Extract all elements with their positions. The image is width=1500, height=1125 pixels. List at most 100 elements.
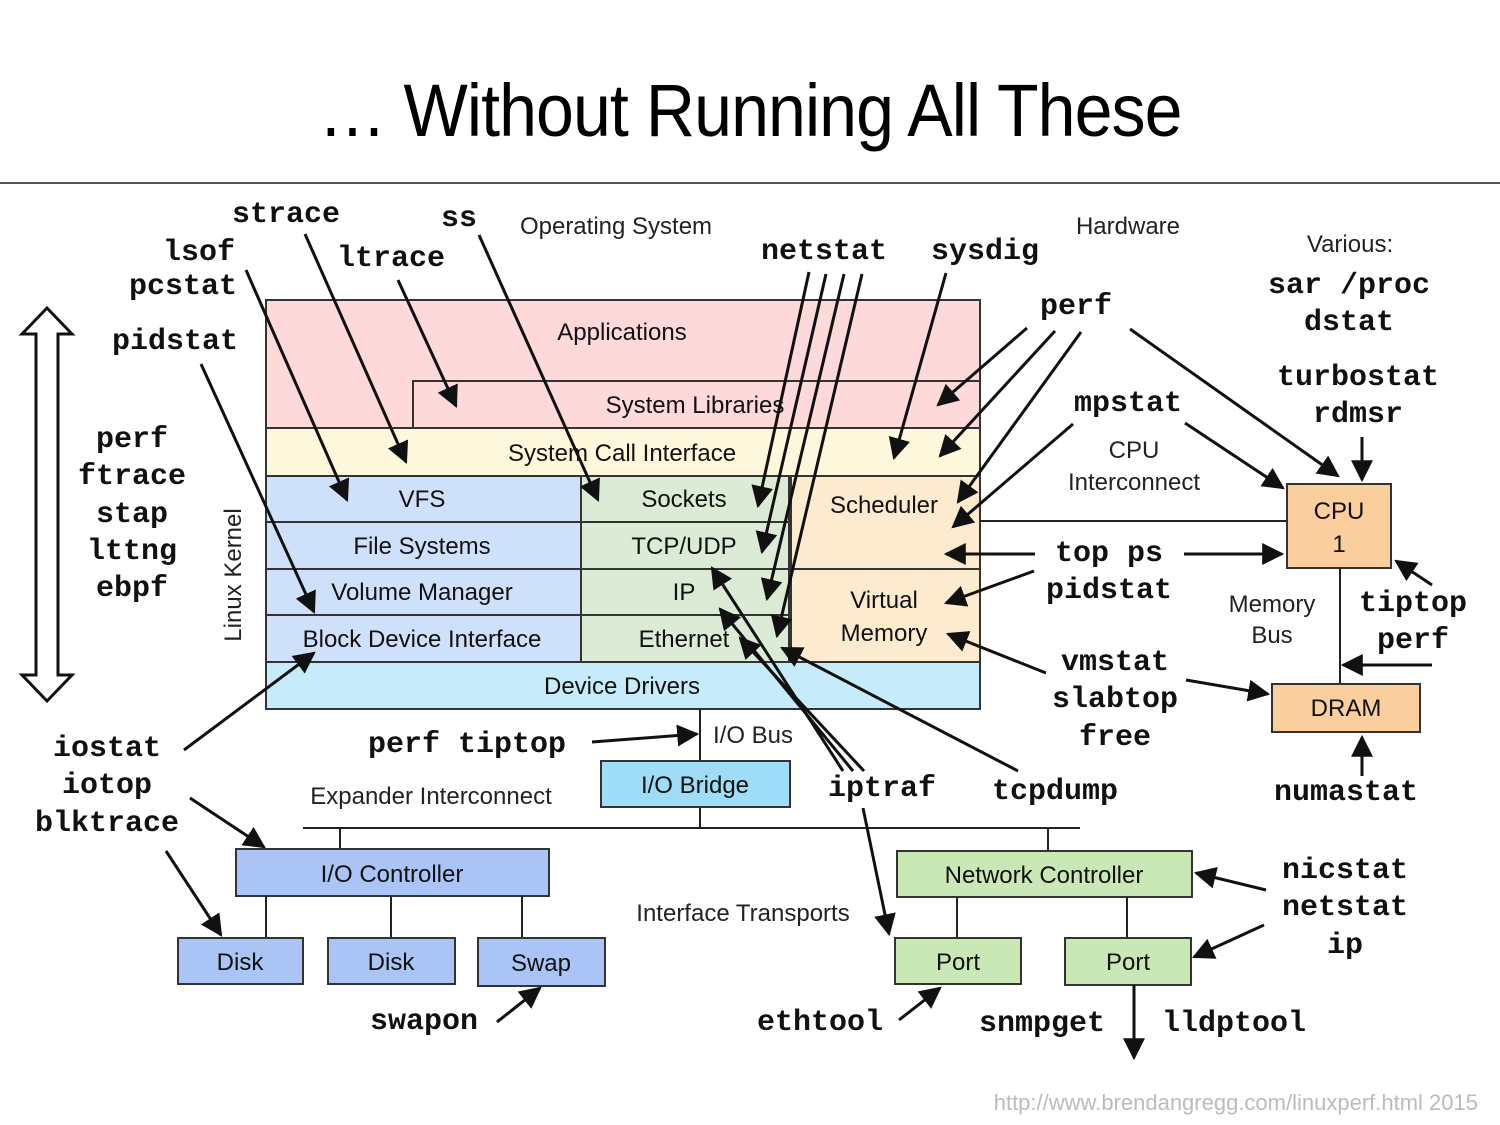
tool-rdmsr: rdmsr xyxy=(1313,398,1403,432)
disk-2-label: Disk xyxy=(368,949,416,976)
io-controller-label: I/O Controller xyxy=(321,861,464,888)
arrow-netstat-ip xyxy=(760,273,846,602)
ip-label: IP xyxy=(673,579,696,606)
swap-box xyxy=(477,937,606,987)
memory-bus-label-2: Bus xyxy=(1251,622,1292,649)
tool-iptraf: iptraf xyxy=(828,772,936,806)
tool-dstat: dstat xyxy=(1304,306,1394,340)
arrows xyxy=(164,233,1433,1024)
port-2-box xyxy=(1064,937,1192,986)
tool-blktrace: blktrace xyxy=(35,807,179,841)
tool-strace: strace xyxy=(232,198,340,232)
virtual-memory-box xyxy=(790,568,981,663)
system-libraries-box xyxy=(412,380,981,429)
tool-left-stack-item: lttng xyxy=(87,535,177,569)
tool-left-stack-item: perf xyxy=(96,423,168,457)
ethernet-label: Ethernet xyxy=(639,626,730,653)
port-1-label: Port xyxy=(936,949,980,976)
system-call-interface-box xyxy=(265,427,981,477)
expander-interconnect-label: Expander Interconnect xyxy=(310,783,552,810)
tool-turbostat: turbostat xyxy=(1277,361,1439,395)
arrow-mpstat-cpu xyxy=(1184,421,1285,490)
dram-box xyxy=(1271,683,1421,733)
arrow-ethtool-port xyxy=(898,986,942,1022)
tool-iotop: iotop xyxy=(62,769,152,803)
tool-lldptool: lldptool xyxy=(1162,1007,1306,1041)
tool-iostat: iostat xyxy=(53,732,161,766)
scheduler-label: Scheduler xyxy=(830,492,938,519)
virtual-memory-label-1: Virtual xyxy=(850,587,918,614)
tool-snmpget: snmpget xyxy=(979,1007,1105,1041)
memory-bus-label-1: Memory xyxy=(1229,591,1316,618)
tool-nicstat: nicstat xyxy=(1282,854,1408,888)
system-call-interface-label: System Call Interface xyxy=(508,440,736,467)
tool-left-stack: perf ftrace stap lttng ebpf xyxy=(78,423,186,606)
tool-left-stack-item: ebpf xyxy=(96,572,168,606)
device-drivers-box xyxy=(265,661,981,710)
tool-left-stack-item: stap xyxy=(96,498,168,532)
arrow-perf-tiptop-iobus xyxy=(591,724,700,747)
swap-label: Swap xyxy=(511,950,571,977)
tool-pcstat: pcstat xyxy=(129,270,237,304)
tool-tcpdump: tcpdump xyxy=(992,775,1118,809)
arrow-vmstat-vm xyxy=(945,631,1047,675)
interface-transports-label: Interface Transports xyxy=(636,900,849,927)
tool-left-stack-item: ftrace xyxy=(78,460,186,494)
io-controller-box xyxy=(235,848,550,897)
tool-pidstat-left: pidstat xyxy=(112,325,238,359)
device-drivers-label: Device Drivers xyxy=(544,673,700,700)
system-libraries-label: System Libraries xyxy=(606,392,785,419)
tool-perf-tiptop: perf tiptop xyxy=(368,728,566,762)
arrow-perf-syslib xyxy=(936,326,1028,407)
io-bus-label: I/O Bus xyxy=(713,722,793,749)
applications-label: Applications xyxy=(557,319,686,346)
arrow-iptraf-tcp xyxy=(710,566,845,772)
tcp-udp-label: TCP/UDP xyxy=(631,533,736,560)
tool-swapon: swapon xyxy=(370,1005,478,1039)
tool-ip: ip xyxy=(1327,929,1363,963)
sockets-label: Sockets xyxy=(641,486,726,513)
tool-ethtool: ethtool xyxy=(757,1006,883,1040)
arrow-perf-scheduler xyxy=(956,331,1083,504)
arrow-pidstat-left xyxy=(199,363,316,615)
virtual-memory-label-2: Memory xyxy=(841,620,928,647)
tool-mpstat: mpstat xyxy=(1074,387,1182,421)
cpu-label-2: 1 xyxy=(1332,531,1345,558)
arrow-tiptop-cpu xyxy=(1394,559,1433,587)
source-footer: http://www.brendangregg.com/linuxperf.ht… xyxy=(994,1090,1478,1115)
double-arrow-icon xyxy=(18,305,76,704)
arrow-mpstat-scheduler xyxy=(951,422,1074,529)
arrow-ss xyxy=(477,234,600,503)
tool-ltrace: ltrace xyxy=(337,242,445,276)
tool-numastat: numastat xyxy=(1274,776,1418,810)
vfs-box xyxy=(265,475,582,523)
tool-sar-proc: sar /proc xyxy=(1268,269,1430,303)
arrow-nicstat-netctrl xyxy=(1193,866,1267,892)
io-bridge-label: I/O Bridge xyxy=(641,772,749,799)
tool-tiptop-right: tiptop xyxy=(1359,587,1467,621)
arrow-iptraf-port xyxy=(861,807,896,937)
tool-vmstat: vmstat xyxy=(1061,646,1169,680)
volume-manager-label: Volume Manager xyxy=(331,579,512,606)
title-divider xyxy=(0,182,1500,184)
arrow-sysdig xyxy=(888,272,948,461)
tool-free: free xyxy=(1079,721,1151,755)
volume-manager-box xyxy=(265,568,582,616)
block-device-interface-label: Block Device Interface xyxy=(303,626,542,653)
tool-netstat-bottom: netstat xyxy=(1282,891,1408,925)
dram-label: DRAM xyxy=(1311,695,1382,722)
disk-1-label: Disk xyxy=(217,949,265,976)
linux-kernel-label: Linux Kernel xyxy=(220,508,247,641)
tool-lsof: lsof xyxy=(163,236,235,270)
tool-netstat-top: netstat xyxy=(761,235,887,269)
io-bridge-box xyxy=(600,760,791,808)
cpu-interconnect-label-2: Interconnect xyxy=(1068,469,1200,496)
tool-perf-right: perf xyxy=(1377,624,1449,658)
tool-sysdig: sysdig xyxy=(931,235,1039,269)
arrow-lsof xyxy=(244,269,350,503)
arrow-perf-cpu xyxy=(1129,327,1340,478)
port-2-label: Port xyxy=(1106,949,1150,976)
page-title: … Without Running All These xyxy=(318,69,1182,152)
vfs-label: VFS xyxy=(399,486,446,513)
arrow-netstat-ethernet xyxy=(770,273,864,639)
